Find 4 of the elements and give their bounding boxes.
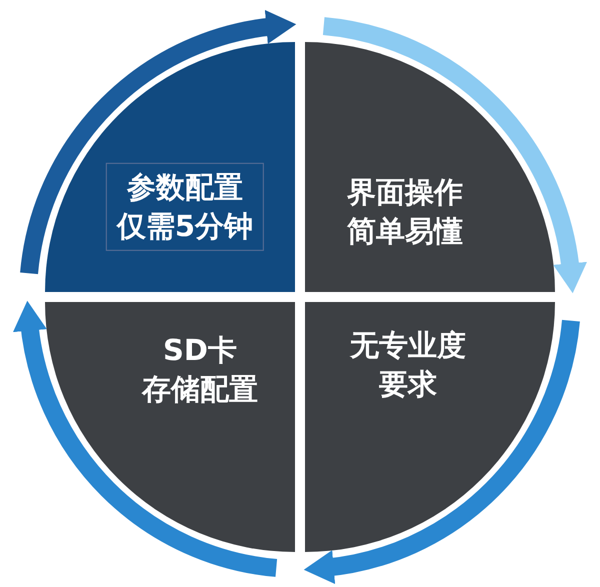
quadrant-label: 界面操作简单易懂 bbox=[346, 174, 464, 250]
quadrant-label: SD卡 存储配置 bbox=[140, 332, 259, 408]
quadrant-label: 参数配置仅需5分钟 bbox=[106, 162, 264, 252]
quadrant-label: 无专业度要求 bbox=[348, 326, 467, 403]
